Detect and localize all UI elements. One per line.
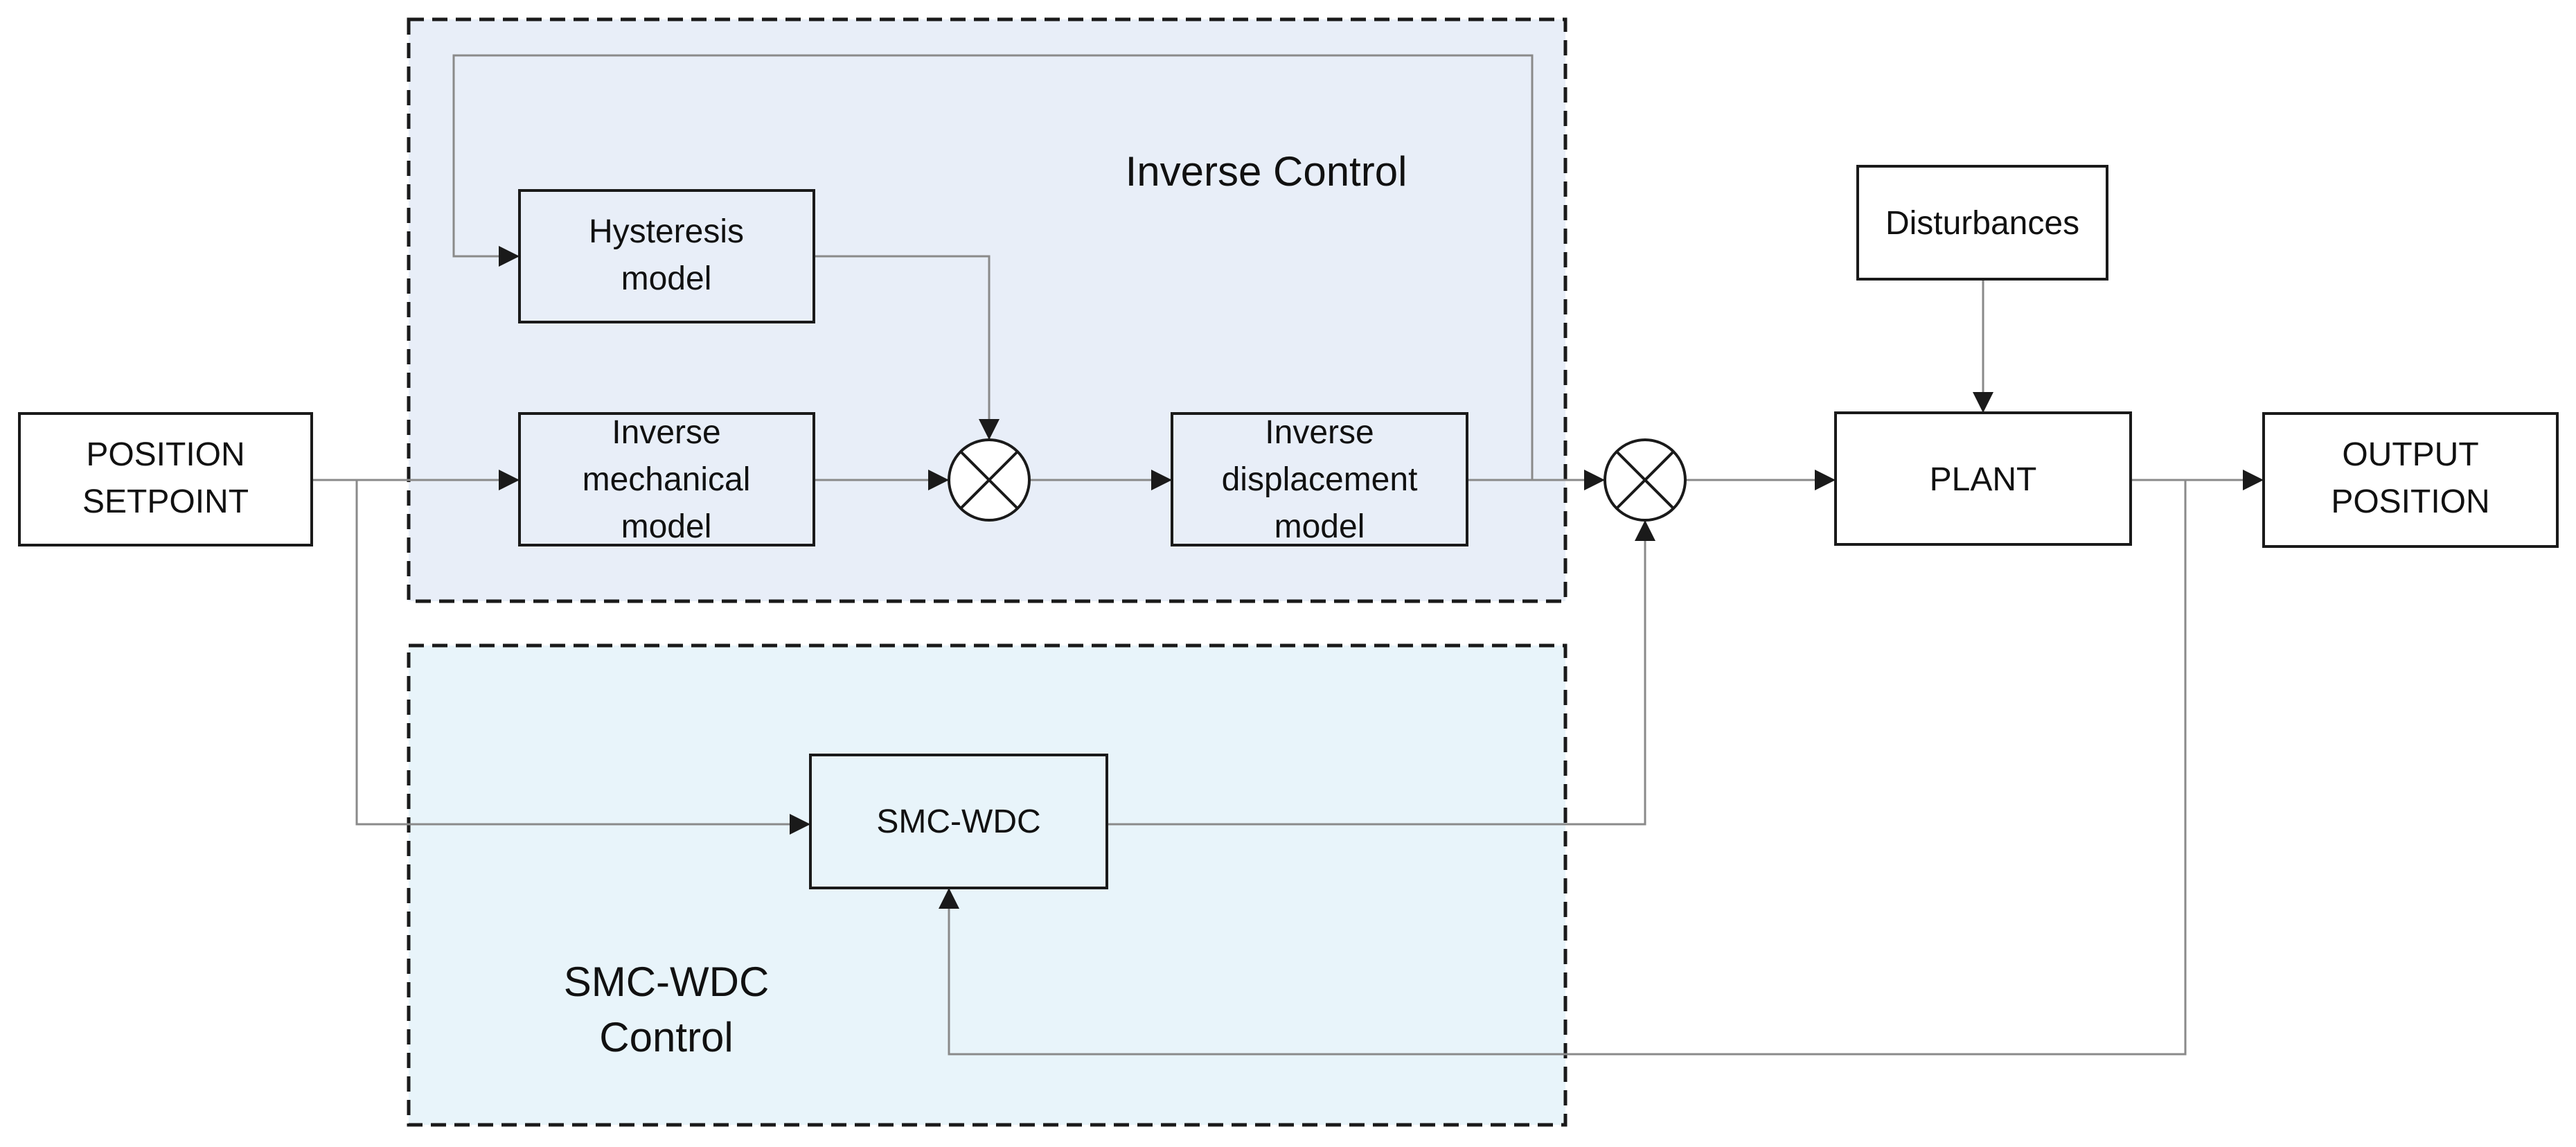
plant-label: PLANT xyxy=(1930,461,2037,498)
disturbances-block: Disturbances xyxy=(1856,165,2108,281)
setpoint-line1: POSITION xyxy=(86,436,245,473)
smc-wdc-control-title-line1: SMC-WDC xyxy=(564,959,770,1005)
connectors xyxy=(312,54,2264,1056)
line-hyst-to-sum1 xyxy=(814,255,1000,440)
inverse-mechanical-line3: model xyxy=(621,508,712,545)
output-line1: OUTPUT xyxy=(2342,436,2478,473)
inverse-mechanical-line1: Inverse xyxy=(612,414,720,451)
summing-junction-2 xyxy=(1604,438,1687,522)
plant-block: PLANT xyxy=(1834,411,2132,546)
position-setpoint-block: POSITION SETPOINT xyxy=(18,412,313,546)
line-smc-to-sum2 xyxy=(1107,520,1655,826)
inverse-displacement-model-block: Inverse displacement model xyxy=(1171,412,1468,546)
output-position-block: OUTPUT POSITION xyxy=(2262,412,2559,548)
output-line2: POSITION xyxy=(2331,483,2489,520)
smc-wdc-control-title-line2: Control xyxy=(599,1014,733,1060)
inverse-control-title: Inverse Control xyxy=(1126,148,1407,195)
summing-junction-1 xyxy=(948,438,1031,522)
hysteresis-line1: Hysteresis xyxy=(589,213,744,250)
inverse-mechanical-line2: mechanical xyxy=(583,461,751,498)
disturbances-label: Disturbances xyxy=(1885,205,2079,242)
inverse-displacement-line2: displacement xyxy=(1222,461,1418,498)
setpoint-line2: SETPOINT xyxy=(82,483,249,520)
line-loop-to-hyst xyxy=(452,54,1534,480)
line-setpoint-to-smc xyxy=(355,480,810,835)
smc-wdc-block: SMC-WDC xyxy=(809,754,1108,889)
inverse-displacement-line3: model xyxy=(1274,508,1365,545)
hysteresis-line2: model xyxy=(621,260,712,297)
inverse-displacement-line1: Inverse xyxy=(1265,414,1374,451)
inverse-mechanical-model-block: Inverse mechanical model xyxy=(518,412,815,546)
hysteresis-model-block: Hysteresis model xyxy=(518,189,815,323)
smc-wdc-label: SMC-WDC xyxy=(876,803,1040,840)
line-feedback-to-smc xyxy=(939,480,2187,1056)
